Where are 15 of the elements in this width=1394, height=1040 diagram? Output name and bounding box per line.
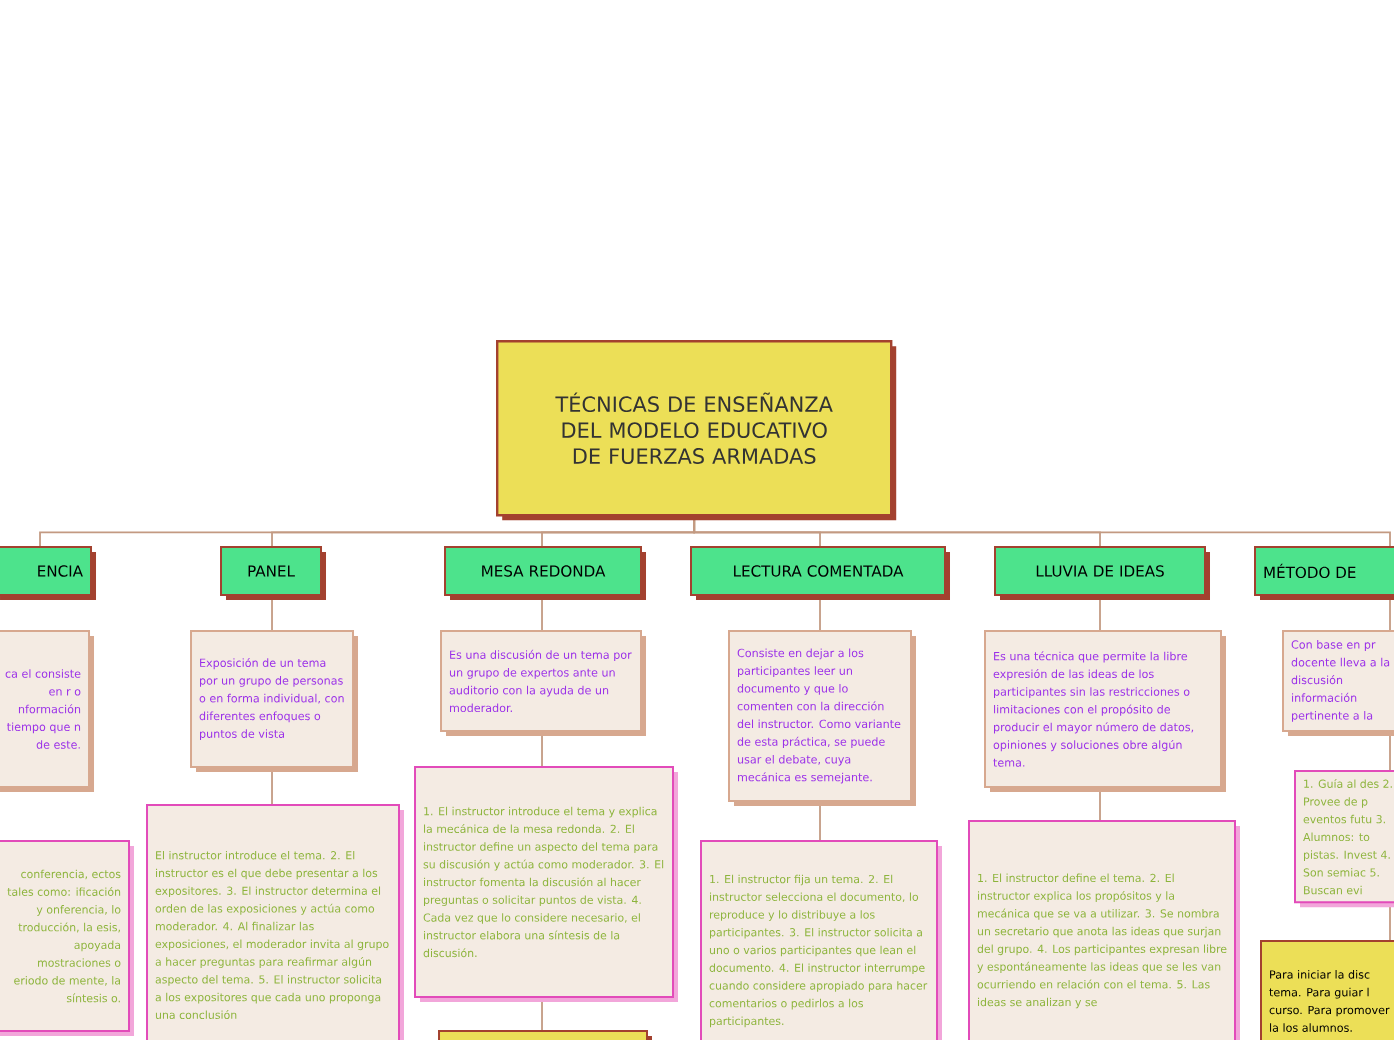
connector-line	[1389, 731, 1391, 771]
title-box: TÉCNICAS DE ENSEÑANZA DEL MODELO EDUCATIVO DE FUERZAS ARMADAS	[496, 340, 897, 521]
connector-line	[271, 595, 273, 631]
note-box	[438, 1030, 652, 1040]
connector-line	[693, 515, 1391, 547]
connector-line	[1099, 595, 1101, 631]
connector-line	[819, 801, 821, 841]
connector-line	[1099, 787, 1101, 821]
connector-line	[541, 997, 543, 1031]
connector-line	[1389, 595, 1391, 631]
connector-line	[819, 595, 821, 631]
connector-line	[541, 731, 543, 767]
connector-line	[271, 767, 273, 805]
connector-line	[541, 595, 543, 631]
connector-line	[1389, 902, 1391, 941]
